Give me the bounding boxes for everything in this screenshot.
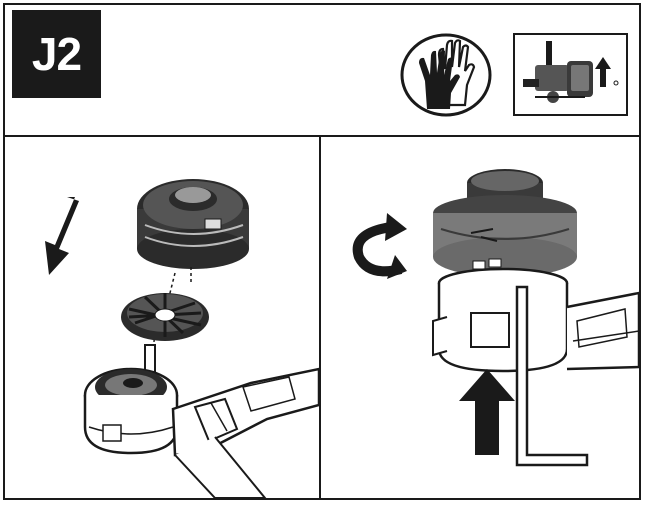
motor-housing	[83, 344, 179, 455]
gloves-icon	[395, 31, 497, 119]
fan-wheel	[121, 293, 209, 341]
spool-cap	[137, 179, 249, 269]
spool-cap-mounted	[433, 169, 577, 277]
instruction-header: J2	[5, 5, 639, 137]
arrow-up-icon	[459, 369, 515, 455]
instruction-frame: J2	[3, 3, 641, 500]
left-panel-disassembly	[5, 137, 321, 498]
hex-key	[515, 285, 589, 467]
rotate-icon	[352, 213, 407, 279]
right-panel-assembly	[321, 137, 639, 498]
motor-housing-right	[432, 267, 639, 373]
arrow-down-icon	[45, 197, 79, 275]
reference-thumbnail	[513, 33, 628, 116]
trimmer-shaft	[171, 367, 319, 498]
step-badge: J2	[12, 10, 101, 98]
